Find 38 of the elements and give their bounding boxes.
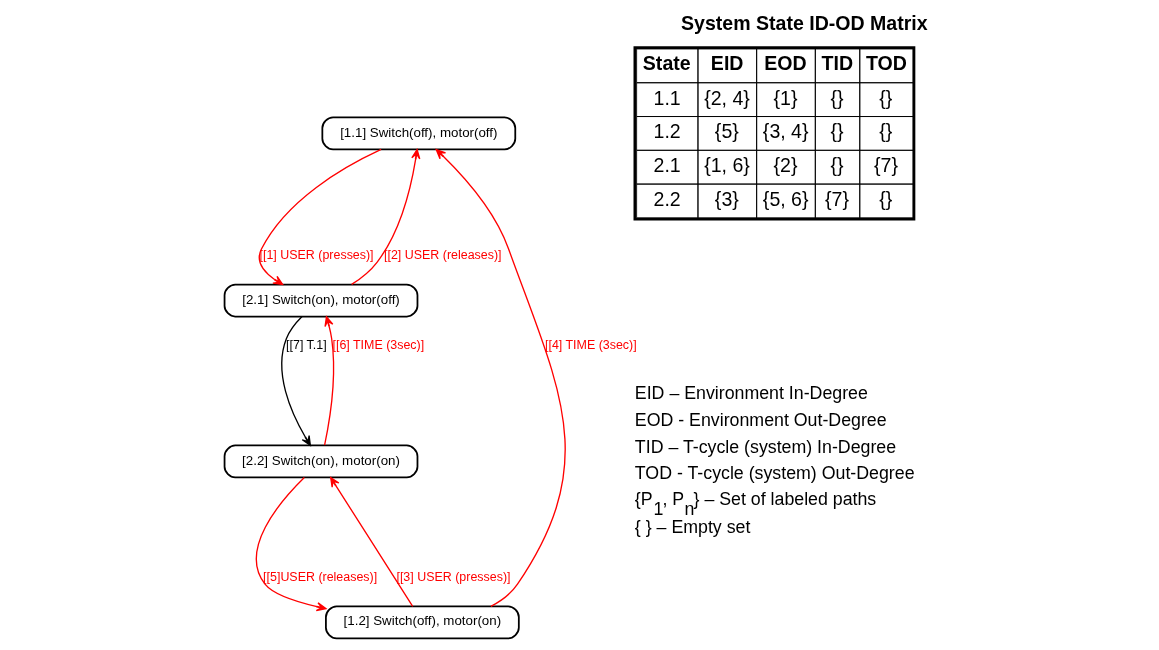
label: EOD - Environment Out-Degree bbox=[634, 409, 887, 430]
edge-label: [[1] USER (presses)] bbox=[259, 247, 374, 262]
label: {7} bbox=[825, 187, 850, 210]
label: {} bbox=[879, 120, 893, 143]
label: {3} bbox=[714, 187, 739, 210]
label: {} bbox=[830, 120, 844, 143]
label: { } – Empty set bbox=[634, 516, 751, 537]
label: 1.1 bbox=[653, 86, 681, 109]
label: {} bbox=[830, 154, 844, 177]
label: 2.1 bbox=[653, 154, 681, 177]
label: {5} bbox=[714, 120, 739, 143]
label: {2, 4} bbox=[704, 86, 750, 109]
label: {} bbox=[879, 187, 893, 210]
label: TID – T-cycle (system) In-Degree bbox=[634, 436, 897, 457]
edge-label: [[6] TIME (3sec)] bbox=[332, 337, 425, 352]
label: EID – Environment In-Degree bbox=[634, 383, 868, 404]
label: {} bbox=[879, 86, 893, 109]
edge-label: [[4] TIME (3sec)] bbox=[544, 337, 637, 352]
label: State bbox=[642, 51, 691, 74]
label: {5, 6} bbox=[762, 187, 809, 210]
label: {} bbox=[830, 86, 844, 109]
label: {1, 6} bbox=[704, 154, 750, 177]
label: EOD bbox=[764, 51, 807, 74]
edge-label: [[7] T.1] bbox=[286, 337, 327, 352]
label: TOD - T-cycle (system) Out-Degree bbox=[634, 463, 915, 484]
edge-label: [[3] USER (presses)] bbox=[396, 569, 511, 584]
edge-label: [[5]USER (releases)] bbox=[263, 569, 378, 584]
edge-label: [[2] USER (releases)] bbox=[384, 247, 502, 262]
label: TOD bbox=[865, 51, 907, 74]
label: {3, 4} bbox=[762, 120, 809, 143]
label: TID bbox=[821, 51, 854, 74]
diagram-title: System State ID-OD Matrix bbox=[681, 11, 928, 34]
label: {2} bbox=[773, 154, 798, 177]
label: {1} bbox=[773, 86, 798, 109]
label: {7} bbox=[873, 154, 898, 177]
label: 1.2 bbox=[653, 120, 681, 143]
label: 2.2 bbox=[653, 187, 681, 210]
label: EID bbox=[710, 51, 744, 74]
